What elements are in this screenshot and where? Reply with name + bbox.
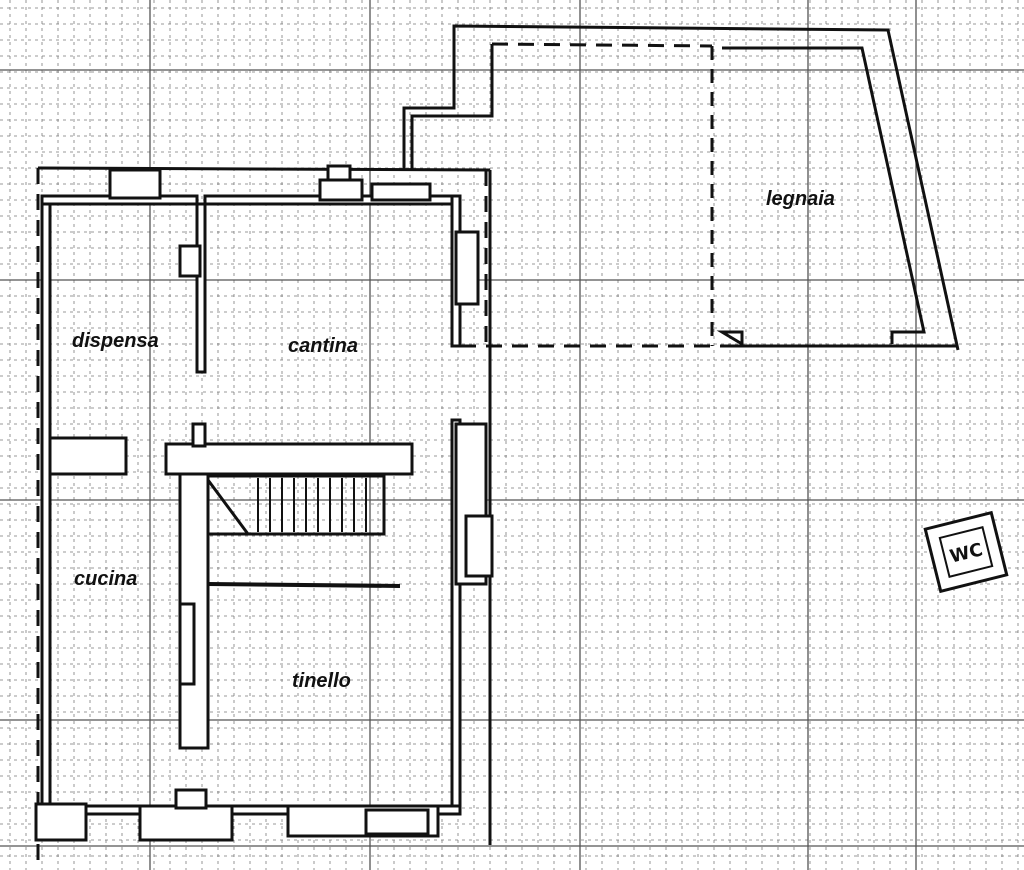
bottom-step: [174, 788, 208, 810]
room-label-dispensa: dispensa: [72, 330, 159, 352]
wall-dispensa-cantina: [195, 202, 207, 374]
annex-outer: [402, 24, 960, 351]
partition-line: [207, 582, 401, 588]
wall-cucina-inset: [178, 602, 196, 686]
stair-treads: [257, 478, 367, 532]
chimney-top: [326, 164, 352, 182]
bottom-door: [364, 808, 430, 836]
right-window-upper: [454, 230, 480, 306]
room-label-tinello: tinello: [292, 670, 351, 692]
staircase: [206, 474, 386, 536]
room-label-legnaia: legnaia: [766, 188, 835, 210]
wall-corridor-left: [48, 436, 128, 476]
top-left-jamb: [108, 168, 162, 200]
bottom-jamb-center: [138, 804, 234, 842]
walls: [34, 24, 960, 868]
wall-corridor-stair-top: [164, 442, 414, 476]
staircase-frame: [206, 474, 386, 536]
top-window-box: [370, 182, 432, 202]
room-label-cantina: cantina: [288, 335, 359, 357]
bottom-jamb-left: [34, 802, 88, 842]
chimney-block: [318, 178, 364, 202]
annex-inner-top: [410, 44, 494, 170]
room-label-cucina: cucina: [74, 568, 138, 590]
annex-inner-dashed-top: [491, 42, 713, 48]
right-window-bump: [464, 514, 494, 578]
wall-left: [40, 194, 52, 808]
legnaia-outline: [716, 46, 926, 347]
house-top-line: [37, 166, 491, 172]
staircase-landing: [206, 479, 250, 535]
wall-notch: [178, 244, 202, 278]
wall-corridor-post: [191, 422, 207, 448]
wc-stamp: WC: [923, 510, 1009, 594]
